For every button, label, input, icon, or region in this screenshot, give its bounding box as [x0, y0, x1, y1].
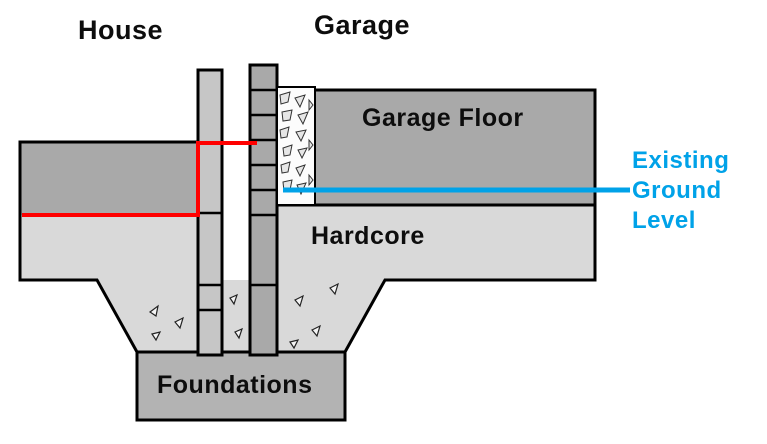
existing-ground-level-line2: Ground — [632, 177, 722, 204]
foundations-label: Foundations — [157, 371, 313, 399]
house-label: House — [78, 15, 164, 45]
house-subfloor-fill — [20, 215, 198, 280]
trench-debris — [148, 282, 339, 350]
garage-floor-slab — [315, 90, 595, 205]
trench-fill — [97, 280, 385, 352]
hardcore-fill — [277, 205, 595, 280]
right-cavity-wall — [248, 63, 279, 357]
left-cavity-wall — [196, 68, 224, 357]
rubble-pier — [276, 86, 316, 206]
existing-ground-level-label: Existing Ground Level — [632, 146, 729, 236]
existing-ground-level-line1: Existing — [632, 147, 730, 174]
garage-label: Garage — [314, 10, 411, 40]
hardcore-label: Hardcore — [311, 222, 425, 250]
ground-outline — [18, 88, 597, 353]
left-wall-joints — [198, 211, 222, 312]
foundation-block — [135, 350, 347, 422]
existing-ground-level-line3: Level — [632, 207, 696, 234]
dpc-red-line — [22, 141, 257, 217]
house-floor-slab — [20, 142, 198, 215]
right-wall-body — [248, 63, 279, 357]
right-wall-joints — [250, 88, 277, 287]
garage-floor-label: Garage Floor — [362, 104, 524, 132]
